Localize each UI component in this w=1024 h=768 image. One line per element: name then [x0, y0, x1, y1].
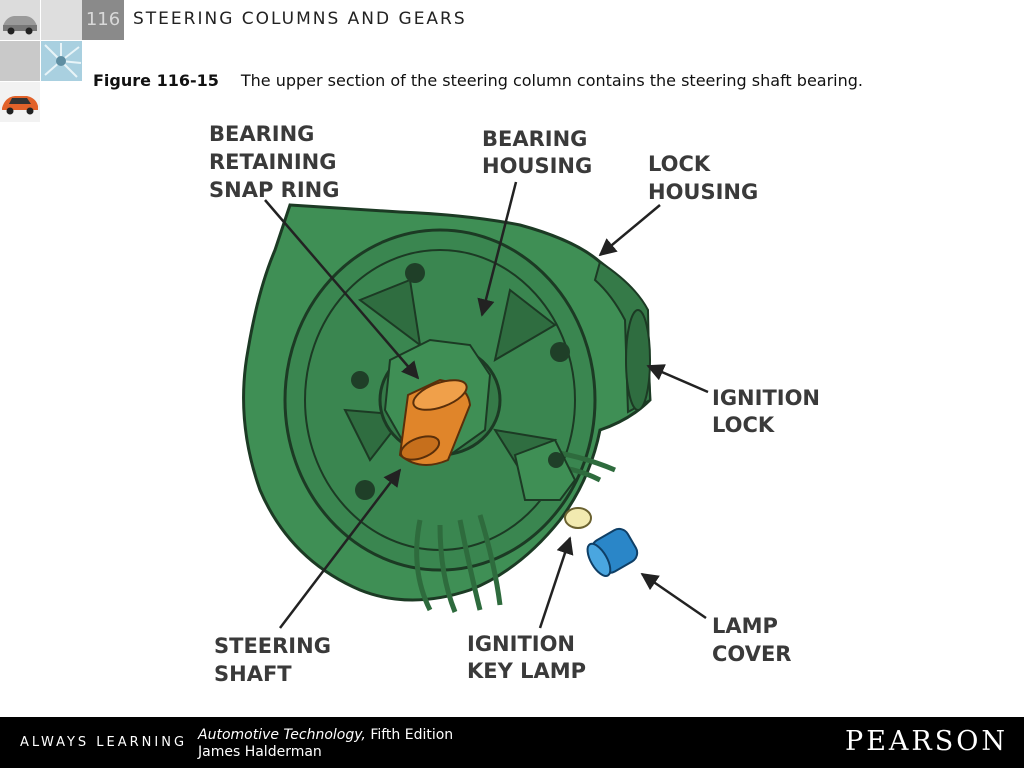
turbine-icon: [41, 41, 82, 81]
arrow-snap-ring: [264, 199, 420, 380]
always-learning-tagline: ALWAYS LEARNING: [20, 735, 188, 750]
ignition-key-lamp-bulb: [564, 507, 592, 529]
car-silver-icon: [0, 0, 40, 40]
white-tile: [41, 82, 82, 122]
book-citation: Automotive Technology, Fifth Edition Jam…: [198, 727, 453, 761]
pearson-logo: PEARSON: [845, 726, 1008, 757]
steering-shaft: [398, 378, 472, 466]
lamp-cover: [586, 527, 639, 577]
figure-caption: Figure 116-15 The upper section of the st…: [93, 71, 863, 90]
book-author: James Halderman: [198, 744, 322, 760]
chapter-title: STEERING COLUMNS AND GEARS: [133, 9, 467, 29]
ignition-lock-bore: [625, 309, 651, 411]
arrow-ignition-key-lamp: [538, 536, 574, 629]
book-edition: Fifth Edition: [365, 727, 454, 743]
book-title: Automotive Technology,: [198, 727, 366, 743]
gray-tile: [41, 0, 82, 40]
chapter-thumbnails: [0, 0, 82, 122]
arrow-lamp-cover: [640, 572, 707, 620]
chapter-number: 116: [82, 0, 124, 40]
figure-caption-text: The upper section of the steering column…: [240, 71, 863, 90]
arrow-ignition-lock: [646, 364, 709, 394]
figure-number: Figure 116-15: [93, 71, 219, 90]
ignition-key-lamp-socket: [513, 438, 577, 501]
label-ignition-lock: IGNITION LOCK: [712, 386, 827, 437]
label-ignition-key-lamp: IGNITION KEY LAMP: [467, 632, 586, 683]
leader-arrows: [264, 181, 709, 629]
arrow-bearing-housing: [477, 181, 518, 317]
label-bearing-retaining-snap-ring: BEARING RETAINING SNAP RING: [209, 122, 344, 202]
label-steering-shaft: STEERING SHAFT: [214, 634, 338, 686]
label-bearing-housing: BEARING HOUSING: [482, 127, 595, 178]
footer-bar: ALWAYS LEARNING Automotive Technology, F…: [0, 717, 1024, 768]
gray-tile: [0, 41, 40, 81]
label-lock-housing: LOCK HOUSING: [648, 152, 758, 204]
arrow-lock-housing: [598, 204, 661, 257]
car-red-icon: [0, 82, 40, 122]
arrow-steering-shaft: [279, 468, 402, 629]
label-lamp-cover: LAMP COVER: [712, 614, 791, 666]
